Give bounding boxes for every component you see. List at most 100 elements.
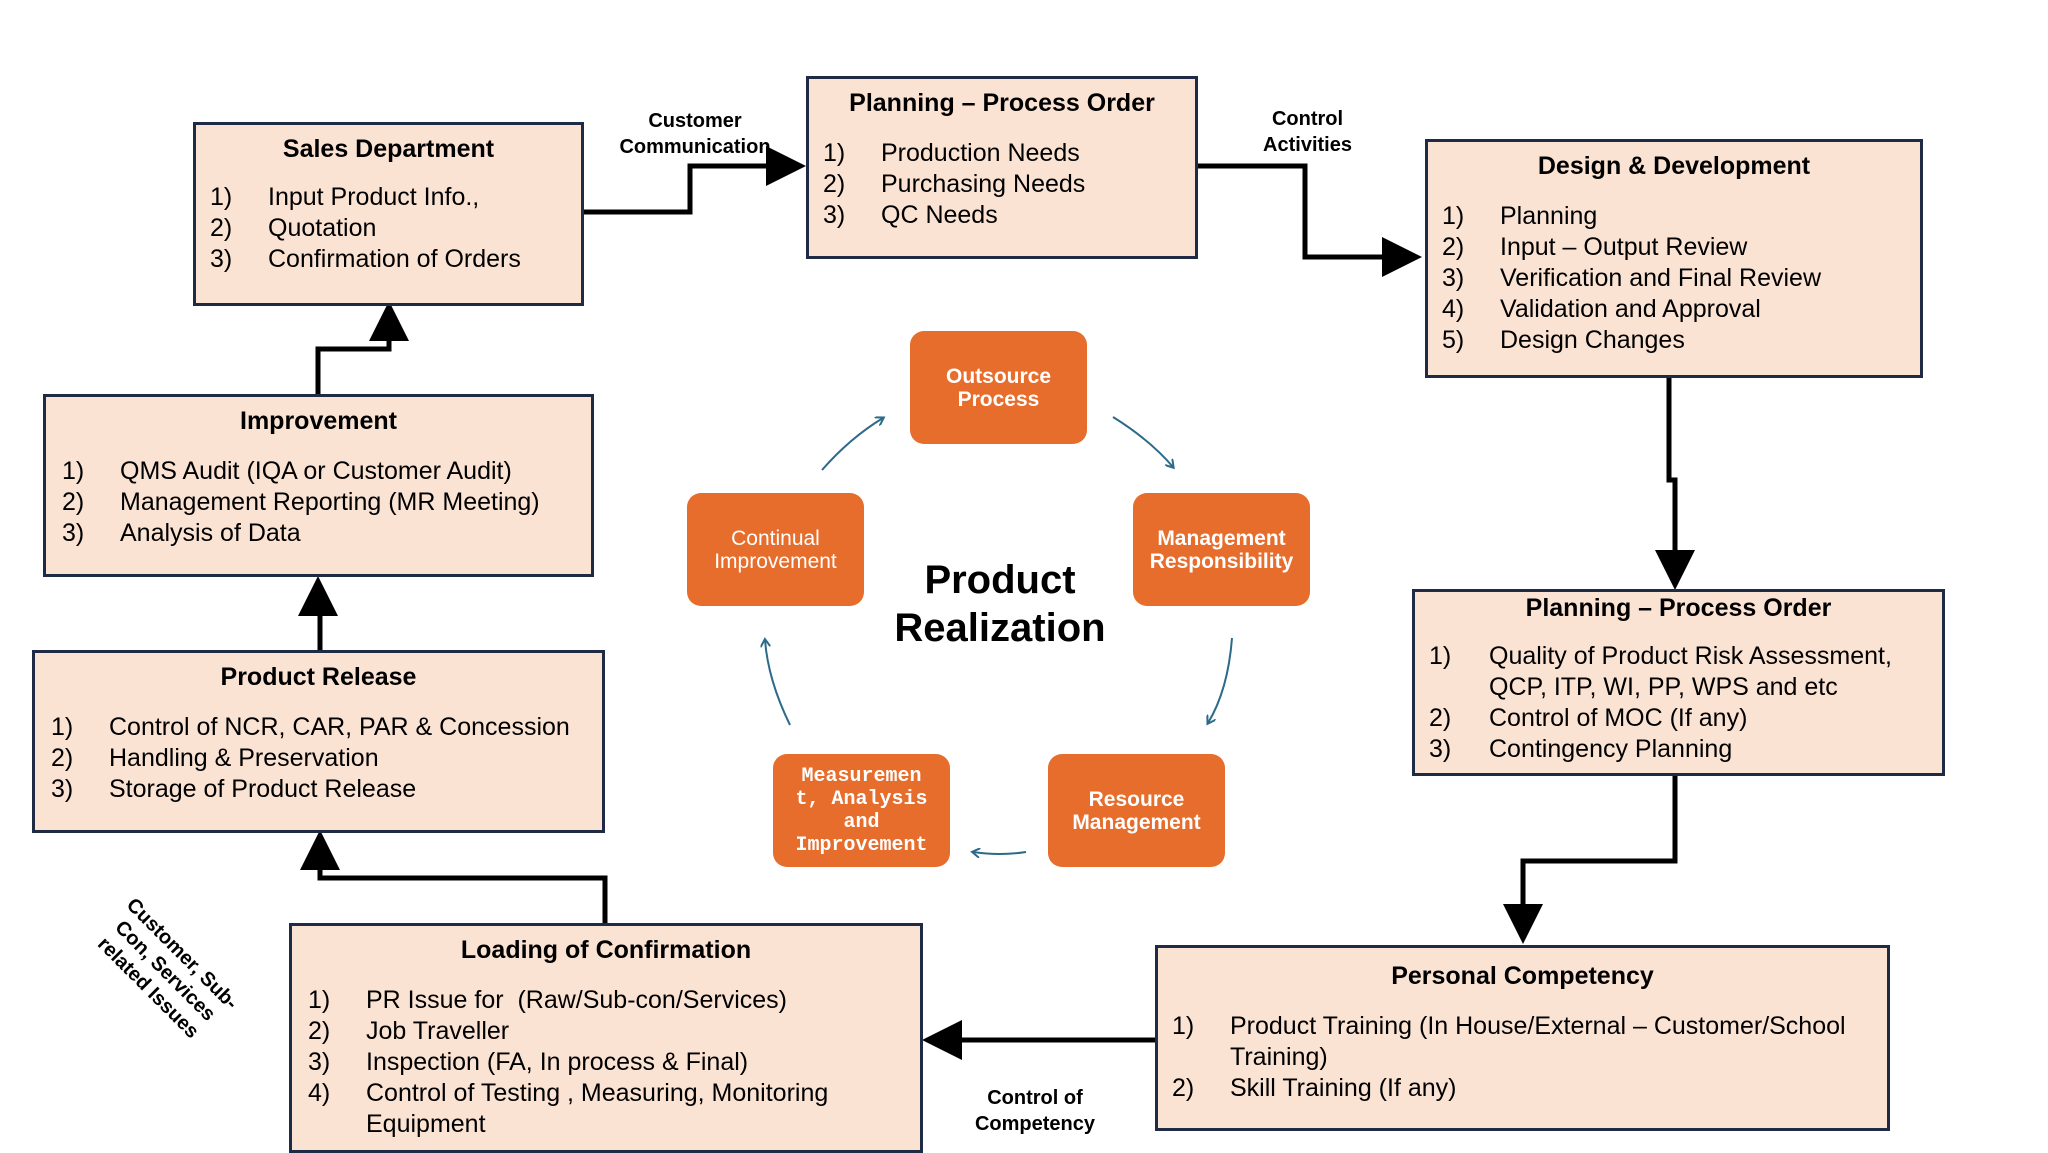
item-text: Control of MOC (If any) <box>1489 704 1748 732</box>
list-item: 3) Verification and Final Review <box>1442 263 1920 294</box>
item-number: 2) <box>1429 704 1452 732</box>
personal-competency-title: Personal Competency <box>1391 962 1654 990</box>
loading-confirmation-title: Loading of Confirmation <box>460 936 752 964</box>
list-item: 2)Handling & Preservation <box>51 743 602 774</box>
connector-loading-to-release <box>300 830 608 927</box>
item-number: 1) <box>51 713 74 741</box>
list-item: 1) Input Product Info., <box>210 182 581 213</box>
list-item: 3) Inspection (FA, In process & Final) <box>308 1047 920 1078</box>
item-number: 3) <box>1442 264 1465 292</box>
item-text: Skill Training (If any) <box>1230 1074 1457 1102</box>
design-development-title: Design & Development <box>1537 152 1811 180</box>
list-item: 3) QC Needs <box>823 200 1195 231</box>
item-number: 2) <box>51 744 74 772</box>
item-text: Job Traveller <box>366 1017 510 1045</box>
improvement-list: 1)QMS Audit (IQA or Customer Audit) 2) Ma… <box>46 456 591 549</box>
sales-department-box: Sales Department 1)Input Product Info., … <box>193 122 584 306</box>
loading-confirmation-list: 1) PR Issue for (Raw/Sub-con/Services) 2)… <box>292 985 920 1140</box>
resource-management-node: Resource Management <box>1048 754 1225 867</box>
planning-process-order-top-box: Planning – Process Order 1)Production Ne… <box>806 76 1198 259</box>
item-text: Contingency Planning <box>1489 735 1733 763</box>
item-text: Inspection (FA, In process & Final) <box>366 1048 749 1076</box>
item-text: Storage of Product Release <box>109 775 417 803</box>
item-text: Product Training (In House/External – Cu… <box>1230 1012 1846 1071</box>
list-item: 2) Job Traveller <box>308 1016 920 1047</box>
planning-process-order-right-box: Planning – Process Order 1) Quality of Pr… <box>1412 589 1945 776</box>
item-number: 1) <box>210 183 233 211</box>
connector-release-to-improvement <box>298 576 338 652</box>
connector-design-to-planning-right <box>1655 376 1695 590</box>
item-text: Control of NCR, CAR, PAR & Concession <box>109 713 570 741</box>
planning-top-list: 1)Production Needs 2)Purchasing Needs 3)… <box>809 138 1195 231</box>
item-number: 3) <box>210 245 233 273</box>
item-text: Production Needs <box>881 139 1080 167</box>
item-text: Purchasing Needs <box>881 170 1086 198</box>
loading-confirmation-box: Loading of Confirmation 1) PR Issue for (… <box>289 923 923 1153</box>
cycle-arrow-measurement-to-continual <box>765 640 791 726</box>
item-text: Input Product Info., <box>268 183 480 211</box>
list-item: 2) Management Reporting (MR Meeting) <box>62 487 591 518</box>
item-text: Management Reporting (MR Meeting) <box>120 488 540 516</box>
item-number: 4) <box>308 1079 331 1107</box>
product-realization-title: Product Realization <box>894 558 1106 650</box>
item-number: 3) <box>51 775 74 803</box>
list-item: 1) PR Issue for (Raw/Sub-con/Services) <box>308 985 920 1016</box>
management-responsibility-node: Management Responsibility <box>1133 493 1310 606</box>
item-text: Analysis of Data <box>120 519 301 547</box>
list-item: 1) Planning <box>1442 201 1920 232</box>
planning-right-list: 1) Quality of Product Risk Assessment, QC… <box>1415 641 1942 765</box>
item-number: 1) <box>1442 202 1465 230</box>
item-number: 2) <box>308 1017 331 1045</box>
cycle-arrow-management-to-resource <box>1208 637 1233 723</box>
measurement-analysis-improvement-node: Measuremen t, Analysis and Improvement <box>773 754 950 867</box>
item-text: Quality of Product Risk Assessment, QCP,… <box>1489 642 1892 701</box>
planning-top-title: Planning – Process Order <box>849 89 1155 117</box>
outsource-process-node: Outsource Process <box>910 331 1087 444</box>
item-text: Verification and Final Review <box>1500 264 1821 292</box>
item-text: Control of Testing , Measuring, Monitori… <box>366 1079 829 1138</box>
item-number: 3) <box>823 201 846 229</box>
list-item: 5) Design Changes <box>1442 325 1920 356</box>
personal-competency-box: Personal Competency 1)Product Training (… <box>1155 945 1890 1131</box>
item-number: 2) <box>1172 1074 1195 1102</box>
item-text: Design Changes <box>1500 326 1685 354</box>
control-of-competency-label: Control of Competency <box>974 1087 1096 1135</box>
improvement-title: Improvement <box>240 407 397 435</box>
item-number: 3) <box>62 519 85 547</box>
connector-planning-right-to-competency <box>1503 773 1678 944</box>
item-number: 1) <box>308 986 331 1014</box>
item-text: Confirmation of Orders <box>268 245 521 273</box>
control-activities-label: Control Activities <box>1263 108 1352 156</box>
item-number: 3) <box>308 1048 331 1076</box>
list-item: 1) Quality of Product Risk Assessment, QC… <box>1429 641 1942 703</box>
list-item: 3)Contingency Planning <box>1429 734 1942 765</box>
design-development-box: Design & Development 1) Planning 2)Input … <box>1425 139 1923 378</box>
product-release-box: Product Release 1) Control of NCR, CAR, P… <box>32 650 605 833</box>
item-number: 2) <box>62 488 85 516</box>
item-text: QC Needs <box>881 201 998 229</box>
list-item: 2)Input – Output Review <box>1442 232 1920 263</box>
list-item: 3) Analysis of Data <box>62 518 591 549</box>
list-item: 3) Storage of Product Release <box>51 774 602 805</box>
personal-competency-list: 1)Product Training (In House/External – … <box>1158 1011 1887 1104</box>
item-number: 1) <box>62 457 85 485</box>
item-text: PR Issue for (Raw/Sub-con/Services) <box>366 986 787 1014</box>
continual-improvement-node: Continual Improvement <box>687 493 864 606</box>
connector-improvement-to-sales <box>315 301 409 396</box>
list-item: 3) Confirmation of Orders <box>210 244 581 275</box>
product-release-title: Product Release <box>220 663 417 691</box>
list-item: 1)QMS Audit (IQA or Customer Audit) <box>62 456 591 487</box>
item-number: 1) <box>1429 642 1452 670</box>
list-item: 1) Control of NCR, CAR, PAR & Concession <box>51 712 602 743</box>
item-number: 2) <box>210 214 233 242</box>
product-release-list: 1)Control of NCR, CAR, PAR & Concession … <box>35 712 602 805</box>
planning-right-title: Planning – Process Order <box>1525 594 1832 622</box>
item-number: 5) <box>1442 326 1465 354</box>
item-text: Validation and Approval <box>1500 295 1761 323</box>
item-number: 4) <box>1442 295 1465 323</box>
list-item: 4) Validation and Approval <box>1442 294 1920 325</box>
item-number: 2) <box>823 170 846 198</box>
list-item: 1)Product Training (In House/External – … <box>1172 1011 1887 1073</box>
item-text: Planning <box>1500 202 1598 230</box>
